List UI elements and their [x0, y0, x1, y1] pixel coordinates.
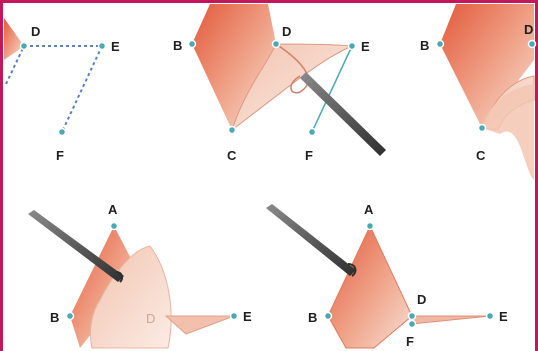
- label-c: C: [227, 148, 237, 163]
- label-e: E: [361, 39, 370, 54]
- node-e: [229, 311, 239, 321]
- petal-shape: [4, 18, 24, 60]
- label-b: B: [420, 38, 429, 53]
- tweezers-icon: [300, 72, 386, 156]
- node-b: [187, 39, 197, 49]
- label-a: A: [364, 202, 374, 217]
- node-a: [365, 221, 375, 231]
- node-b: [435, 39, 445, 49]
- panel-2: B D E C F: [173, 4, 386, 163]
- node-c: [477, 123, 487, 133]
- folded-flap: [89, 245, 172, 349]
- node-f: [407, 319, 417, 329]
- dashed-line: [5, 45, 25, 85]
- node-b: [65, 311, 75, 321]
- dashed-line: [61, 45, 103, 133]
- tool-tip: [115, 271, 124, 283]
- label-b: B: [50, 310, 59, 325]
- petal-shape: [440, 4, 534, 128]
- node-c: [227, 125, 237, 135]
- label-d: D: [146, 311, 155, 326]
- panel-5: A B D E F: [266, 202, 508, 349]
- node-d: [407, 311, 417, 321]
- label-b: B: [173, 38, 182, 53]
- node-b: [323, 311, 333, 321]
- panel-4: A B D E: [28, 202, 252, 349]
- label-e: E: [499, 309, 508, 324]
- node-f: [57, 127, 67, 137]
- stretched-strip: [411, 315, 491, 325]
- label-a: A: [108, 202, 118, 217]
- tweezers-icon: [28, 210, 124, 282]
- label-d: D: [31, 24, 40, 39]
- panel-3: B D C: [420, 4, 537, 180]
- petal-shape: [327, 224, 413, 349]
- node-e: [347, 41, 357, 51]
- fold-curl: [275, 43, 309, 94]
- tool-tip: [347, 263, 357, 277]
- label-d: D: [524, 22, 533, 37]
- petal-shape: [70, 226, 138, 348]
- label-f: F: [406, 334, 414, 349]
- node-d: [271, 39, 281, 49]
- label-f: F: [305, 148, 313, 163]
- petal-shape: [192, 4, 276, 130]
- stretched-strip: [164, 315, 235, 335]
- curled-petal: [482, 84, 534, 180]
- node-e: [97, 41, 107, 51]
- node-d: [19, 41, 29, 51]
- label-c: C: [476, 148, 486, 163]
- guide-line: [311, 45, 353, 133]
- node-a: [109, 221, 119, 231]
- node-d: [527, 39, 537, 49]
- label-f: F: [56, 148, 64, 163]
- panel-1: D E F: [4, 18, 120, 163]
- label-e: E: [111, 39, 120, 54]
- label-d: D: [282, 24, 291, 39]
- label-d: D: [417, 292, 426, 307]
- tweezers-icon: [266, 204, 356, 276]
- label-e: E: [243, 309, 252, 324]
- label-b: B: [308, 310, 317, 325]
- node-f: [307, 127, 317, 137]
- node-e: [485, 311, 495, 321]
